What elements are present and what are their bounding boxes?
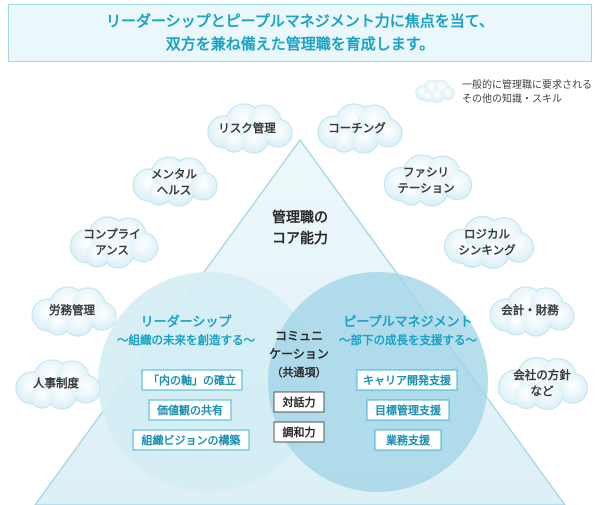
communication-common-label: （共通項） (272, 365, 327, 379)
cloud-compliance: コンプライ アンス (69, 216, 159, 269)
communication-item-label: 調和力 (283, 425, 316, 439)
communication-label-line-2: ケーション (269, 347, 329, 361)
cloud-label: テーション (397, 181, 454, 195)
people-management-subtitle: ～部下の成長を支援する～ (339, 333, 477, 347)
leadership-item-label: 価値観の共有 (156, 403, 223, 417)
cloud-label: リスク管理 (218, 121, 276, 135)
legend-cloud-icon (415, 79, 455, 103)
cloud-label: コンプライ (83, 227, 140, 241)
cloud-mental-health: メンタル ヘルス (132, 156, 218, 207)
cloud-label: など (531, 384, 554, 398)
communication-item-dialogue: 対話力 (273, 391, 325, 413)
leadership-subtitle: ～組織の未来を創造する～ (117, 333, 255, 347)
header-line-2: 双方を兼ね備えた管理職を育成します。 (165, 35, 435, 53)
cloud-facilitation: ファシリ テーション (383, 154, 473, 207)
legend: 一般的に管理職に要求される その他の知識・スキル (415, 78, 592, 105)
cloud-label: アンス (95, 243, 129, 257)
cloud-label: コーチング (328, 121, 386, 135)
cloud-label: ヘルス (157, 183, 192, 197)
cloud-company-policy: 会社の方針 など (497, 356, 589, 411)
cloud-label: 労務管理 (49, 303, 95, 317)
cloud-label: 人事制度 (33, 376, 79, 390)
cloud-label: ロジカル (464, 227, 510, 241)
leadership-title: リーダーシップ (141, 314, 233, 330)
people-item-work-support: 業務支援 (374, 429, 442, 451)
cloud-label: ファシリ (403, 165, 449, 179)
people-item-goal-management: 目標管理支援 (366, 399, 450, 421)
cloud-labor-management: 労務管理 (31, 286, 117, 337)
people-item-label: 業務支援 (385, 433, 431, 447)
header-banner: リーダーシップとピープルマネジメント力に焦点を当て、 双方を兼ね備えた管理職を育… (8, 4, 592, 62)
cloud-risk-management: リスク管理 (207, 103, 293, 154)
people-item-label: キャリア開発支援 (363, 373, 452, 387)
legend-line-1: 一般的に管理職に要求される (462, 78, 592, 91)
communication-item-harmony: 調和力 (273, 421, 325, 443)
leadership-item-label: 組織ビジョンの構築 (142, 433, 242, 447)
cloud-label: メンタル (151, 167, 197, 181)
legend-line-2: その他の知識・スキル (462, 92, 562, 105)
core-label-line-2: コア能力 (272, 230, 328, 247)
core-label-line-1: 管理職の (272, 209, 328, 226)
communication-item-label: 対話力 (282, 395, 316, 409)
leadership-item-vision: 組織ビジョンの構築 (132, 429, 250, 451)
cloud-label: シンキング (458, 243, 516, 257)
leadership-item-inner-axis: 「内の軸」の確立 (141, 369, 243, 391)
header-line-1: リーダーシップとピープルマネジメント力に焦点を当て、 (105, 12, 495, 30)
cloud-accounting-finance: 会計・財務 (489, 286, 575, 337)
cloud-hr-system: 人事制度 (15, 359, 101, 410)
cloud-label: 会社の方針 (512, 368, 571, 382)
leadership-item-label: 「内の軸」の確立 (148, 373, 236, 387)
people-item-label: 目標管理支援 (375, 403, 442, 417)
people-item-career-development: キャリア開発支援 (356, 369, 458, 391)
cloud-coaching: コーチング (317, 103, 403, 154)
cloud-logical-thinking: ロジカル シンキング (443, 215, 535, 270)
people-management-title: ピープルマネジメント (343, 315, 472, 330)
communication-label-line-1: コミュニ (275, 329, 323, 343)
cloud-label: 会計・財務 (500, 303, 559, 317)
leadership-item-shared-values: 価値観の共有 (148, 399, 232, 421)
